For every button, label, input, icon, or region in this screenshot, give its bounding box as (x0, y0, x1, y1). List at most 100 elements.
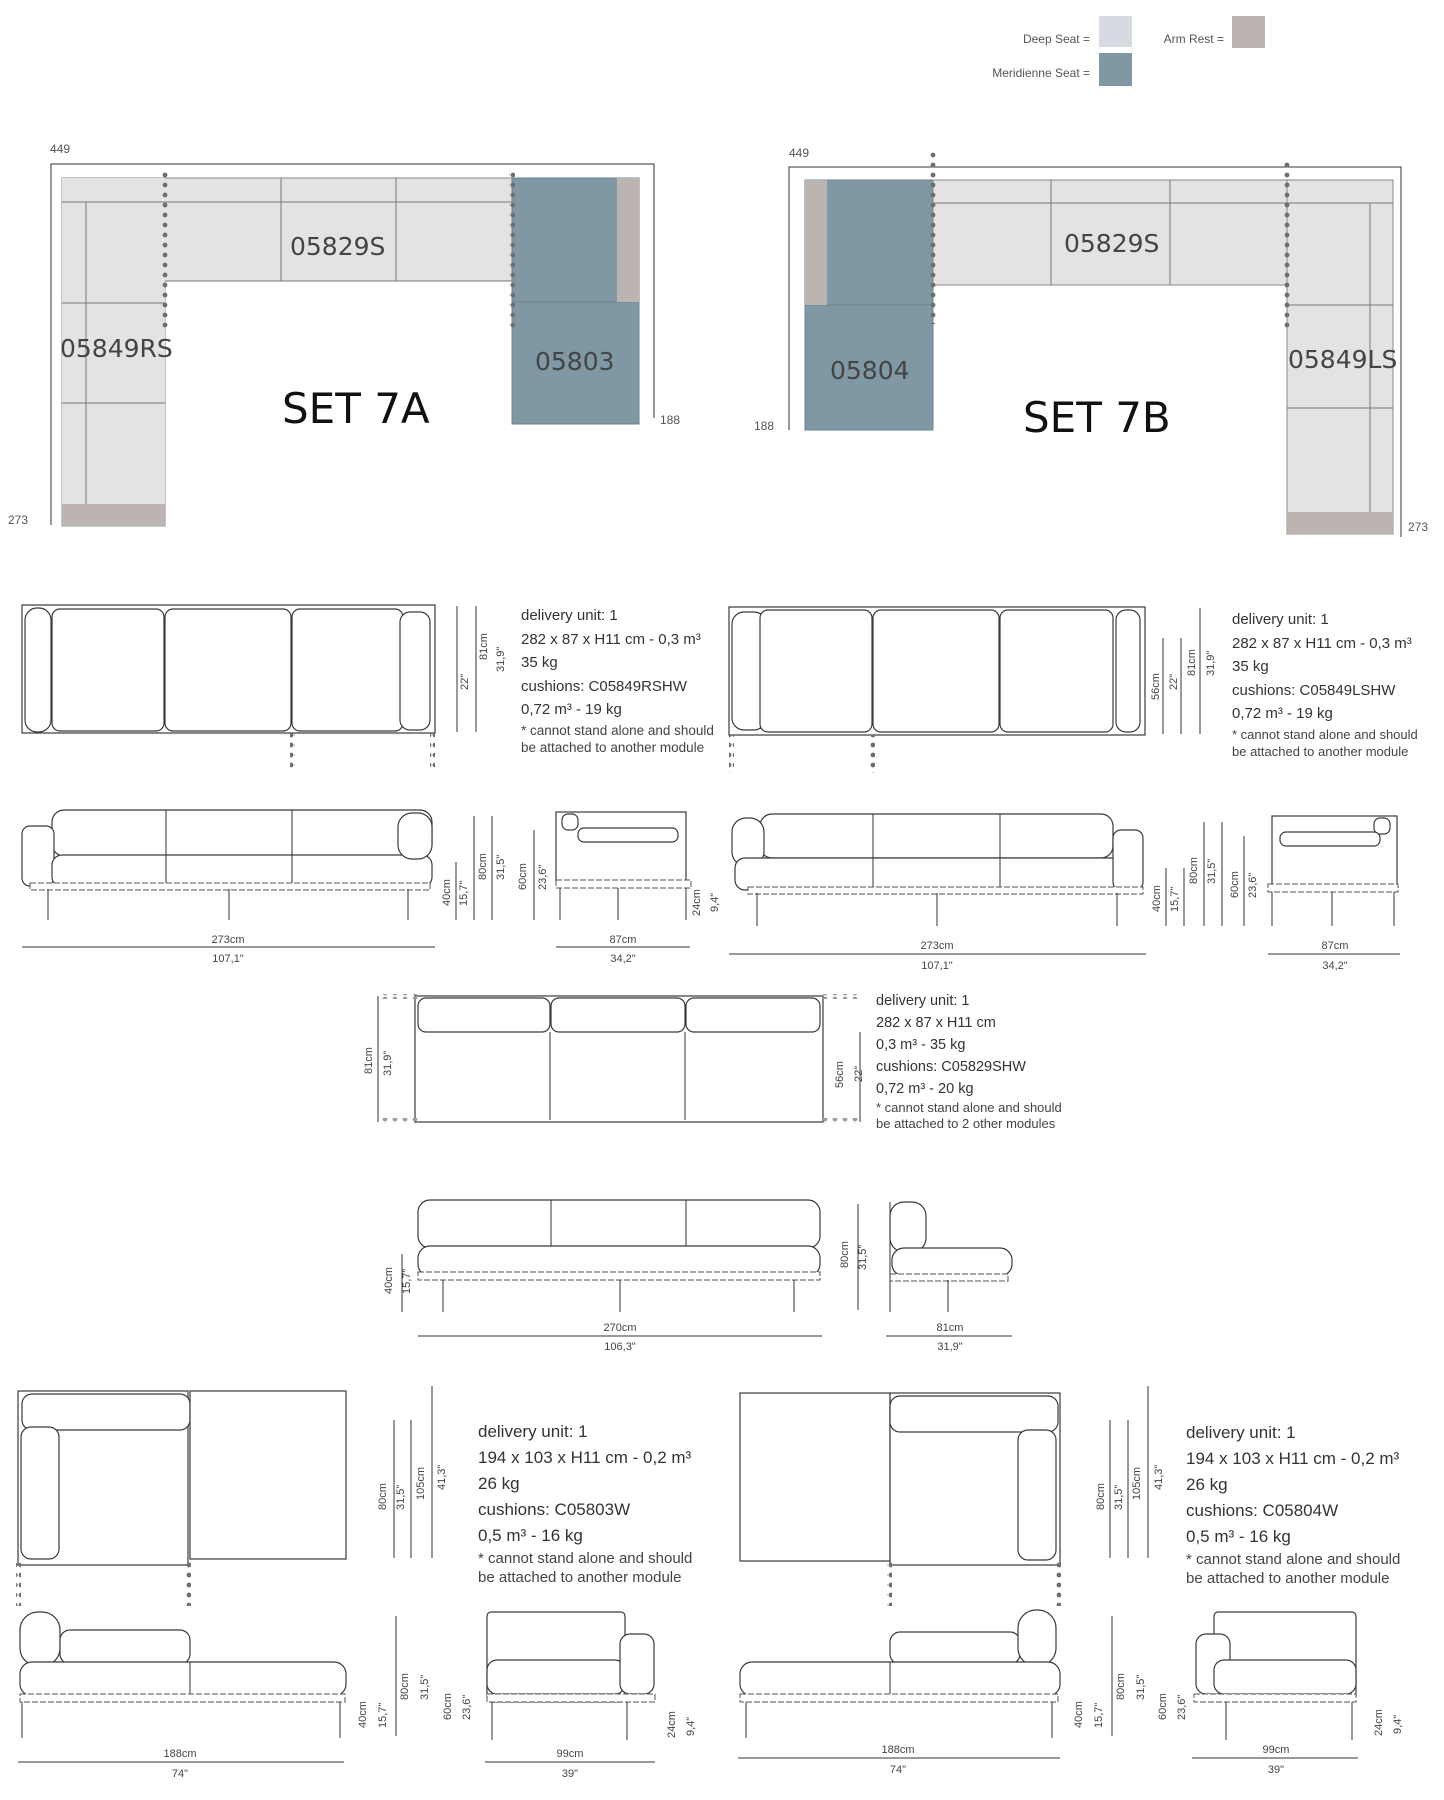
s-front-157in: 15,7" (401, 1269, 413, 1294)
module-05849rs-side-view: 87cm 34,2" 24cm 9,4" (555, 811, 721, 965)
ls-info-weight: 35 kg (1232, 658, 1269, 675)
s-top-22in: 22" (853, 1066, 865, 1082)
m4-info-weight: 26 kg (1186, 1475, 1228, 1494)
ls-side-width-in: 34,2" (1322, 960, 1347, 972)
m4-note-2: be attached to another module (1186, 1570, 1390, 1587)
ls-front-40cm: 40cm (1151, 885, 1163, 912)
rs-front-157in: 15,7" (458, 881, 470, 906)
legend-arm-rest-swatch (1232, 16, 1265, 48)
module-05849rs-top-view: 22" 81cm 31,9" (21, 604, 507, 771)
s-front-40cm: 40cm (383, 1267, 395, 1294)
set-7b-module-right: 05849LS (1288, 345, 1397, 374)
ls-top-22in: 22" (1168, 674, 1180, 690)
ls-top-56cm: 56cm (1150, 673, 1162, 700)
legend: Deep Seat = Meridienne Seat = Arm Rest = (992, 16, 1265, 86)
rs-side-width-in: 34,2" (610, 953, 635, 965)
set-7a-width: 449 (50, 142, 70, 156)
m4-top-315in: 31,5" (1113, 1485, 1125, 1510)
m4-front-width-cm: 188cm (881, 1744, 914, 1756)
m4-front-157in: 15,7" (1093, 1703, 1105, 1728)
m4-top-80cm: 80cm (1095, 1483, 1107, 1510)
s-info-delivery: delivery unit: 1 (876, 993, 970, 1009)
m3-front-315in: 31,5" (419, 1675, 431, 1700)
module-05803-side-view: 99cm 39" 24cm 9,4" (485, 1611, 697, 1780)
ls-front-157in: 15,7" (1169, 887, 1181, 912)
module-05804-top-view: 80cm 31,5" 105cm 41,3" (739, 1386, 1165, 1606)
m3-side-width-cm: 99cm (557, 1748, 584, 1760)
m4-info-delivery: delivery unit: 1 (1186, 1423, 1296, 1442)
rs-top-319in: 31,9" (495, 647, 507, 672)
m3-front-157in: 15,7" (377, 1703, 389, 1728)
set-7a-depth-right: 188 (660, 413, 680, 427)
m3-info-delivery: delivery unit: 1 (478, 1422, 588, 1441)
m3-info-cushion-vol: 0,5 m³ - 16 kg (478, 1526, 583, 1545)
legend-meridienne-seat-label: Meridienne Seat = (992, 66, 1090, 80)
m4-front-236in: 23,6" (1176, 1695, 1188, 1720)
ls-note-1: * cannot stand alone and should (1232, 726, 1418, 742)
s-top-81cm: 81cm (363, 1047, 375, 1074)
m3-front-60cm: 60cm (442, 1693, 454, 1720)
ls-side-width-cm: 87cm (1322, 940, 1349, 952)
m3-top-105cm: 105cm (415, 1467, 427, 1500)
ls-top-81cm: 81cm (1186, 649, 1198, 676)
module-05829s-side-view: 81cm 31,9" (886, 1201, 1013, 1353)
ls-front-60cm: 60cm (1229, 871, 1241, 898)
rs-front-60cm: 60cm (517, 863, 529, 890)
s-note-2: be attached to 2 other modules (876, 1116, 1056, 1131)
s-front-80cm: 80cm (839, 1241, 851, 1268)
set-7b-title: SET 7B (1023, 393, 1171, 442)
set-7a-depth-left: 273 (8, 513, 28, 527)
set-7a-title: SET 7A (282, 384, 430, 433)
rs-info-cushions: cushions: C05849RSHW (521, 677, 687, 695)
module-05829s-info: delivery unit: 1 282 x 87 x H11 cm 0,3 m… (876, 990, 1062, 1132)
m4-side-width-cm: 99cm (1263, 1744, 1290, 1756)
m3-front-236in: 23,6" (461, 1695, 473, 1720)
m4-front-width-in: 74" (890, 1764, 906, 1776)
rs-front-315in: 31,5" (495, 855, 507, 880)
set-7b-module-left: 05804 (830, 356, 910, 385)
ls-front-width-in: 107,1" (921, 960, 953, 972)
ls-front-80cm: 80cm (1188, 857, 1200, 884)
module-05849ls-front-view: 273cm 107,1" 40cm 15,7" 80cm 31,5" 60cm … (729, 813, 1259, 972)
m3-front-80cm: 80cm (399, 1673, 411, 1700)
m4-info-cushions: cushions: C05804W (1186, 1501, 1339, 1520)
s-info-size: 282 x 87 x H11 cm (876, 1015, 996, 1031)
ls-info-cushion-vol: 0,72 m³ - 19 kg (1232, 705, 1333, 722)
ls-front-width-cm: 273cm (920, 940, 953, 952)
m3-top-80cm: 80cm (377, 1483, 389, 1510)
s-info-volume: 0,3 m³ - 35 kg (876, 1037, 966, 1053)
legend-meridienne-seat-swatch (1099, 53, 1132, 86)
m3-side-94in: 9,4" (685, 1717, 697, 1736)
ls-info-delivery: delivery unit: 1 (1232, 611, 1329, 628)
m3-note-1: * cannot stand alone and should (478, 1550, 693, 1567)
rs-front-40cm: 40cm (441, 879, 453, 906)
m4-front-80cm: 80cm (1115, 1673, 1127, 1700)
s-top-56cm: 56cm (834, 1061, 846, 1088)
s-front-width-in: 106,3" (604, 1341, 636, 1353)
rs-note-2: be attached to another module (521, 739, 705, 755)
rs-note-1: * cannot stand alone and should (521, 722, 714, 738)
m3-info-weight: 26 kg (478, 1474, 520, 1493)
rs-info-delivery: delivery unit: 1 (521, 607, 618, 624)
module-05849rs-info: delivery unit: 1 282 x 87 x H11 cm - 0,3… (521, 604, 714, 756)
s-info-cushions: cushions: C05829SHW (876, 1059, 1026, 1075)
s-front-width-cm: 270cm (603, 1322, 636, 1334)
m3-top-413in: 41,3" (436, 1465, 448, 1490)
rs-front-80cm: 80cm (477, 853, 489, 880)
module-05804-front-view: 188cm 74" 40cm 15,7" 80cm 31,5" 60cm 23,… (738, 1609, 1188, 1776)
module-05849ls-side-view: 87cm 34,2" (1267, 815, 1400, 972)
set-7a-module-left: 05849RS (60, 334, 173, 363)
m3-front-width-in: 74" (172, 1768, 188, 1780)
legend-deep-seat-label: Deep Seat = (1023, 32, 1090, 46)
rs-info-weight: 35 kg (521, 654, 558, 671)
s-top-319in: 31,9" (382, 1051, 394, 1076)
module-05803-top-view: 80cm 31,5" 105cm 41,3" (16, 1386, 448, 1606)
ls-note-2: be attached to another module (1232, 743, 1409, 759)
m4-top-105cm: 105cm (1131, 1467, 1143, 1500)
m3-info-size: 194 x 103 x H11 cm - 0,2 m³ (478, 1448, 692, 1467)
rs-top-81cm: 81cm (478, 633, 490, 660)
s-front-315in: 31,5" (857, 1245, 869, 1270)
m4-front-60cm: 60cm (1157, 1693, 1169, 1720)
m4-note-1: * cannot stand alone and should (1186, 1551, 1401, 1568)
